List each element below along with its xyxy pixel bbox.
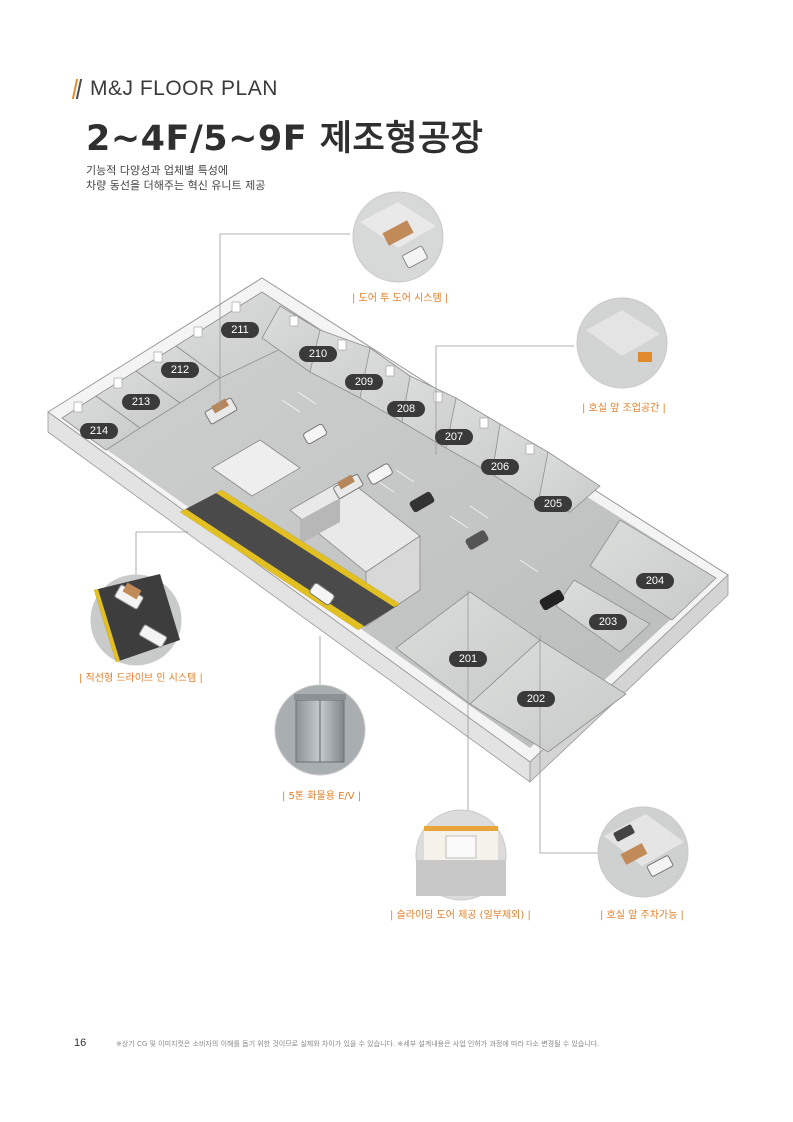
page-number: 16 [74,1037,87,1049]
unit-badge-212: 212 [161,362,199,378]
unit-badge-214: 214 [80,423,118,439]
door-to-door-label: | 도어 투 도어 시스템 | [352,293,449,304]
elevator-label: | 5톤 화물용 E/V | [282,791,362,802]
drive-in-photo [90,574,182,666]
brand-header: M&J FLOOR PLAN [71,77,278,101]
page-subtitle: 기능적 다양성과 업체별 특성에 차량 동선을 더해주는 혁신 유니트 제공 [86,163,265,193]
sliding-door-photo [415,809,507,901]
unit-badge-208: 208 [387,401,425,417]
front-parking-photo [597,806,689,898]
page-title: 2~4F/5~9F 제조형공장 [86,119,484,159]
leader-lines [135,233,598,854]
unit-badge-201: 201 [449,651,487,667]
unit-badge-210: 210 [299,346,337,362]
drive-in-ramp [180,490,400,630]
front-parking-label: | 호실 앞 주차가능 | [600,910,684,921]
unit-badge-203: 203 [589,614,627,630]
subtitle-line-1: 기능적 다양성과 업체별 특성에 [86,164,229,177]
brand-text: M&J FLOOR PLAN [90,77,278,100]
unit-badge-211: 211 [221,322,259,338]
unit-badge-205: 205 [534,496,572,512]
unit-badge-213: 213 [122,394,160,410]
subtitle-line-2: 차량 동선을 더해주는 혁신 유니트 제공 [86,179,266,192]
front-work-area-label: | 호실 앞 조업공간 | [582,403,666,414]
drive-in-label: | 직선형 드라이브 인 시스템 | [79,673,203,684]
unit-badge-206: 206 [481,459,519,475]
unit-badge-202: 202 [517,691,555,707]
unit-badge-209: 209 [345,374,383,390]
unit-badge-207: 207 [435,429,473,445]
door-to-door-photo [352,191,444,283]
elevator-photo [274,684,366,776]
window-row [73,301,535,455]
front-work-area-photo [576,297,668,389]
sliding-door-label: | 슬라이딩 도어 제공 (일부제외) | [390,910,531,921]
vehicles [204,397,565,611]
footer-disclaimer: ※상기 CG 및 이미지컷은 소비자의 이해를 돕기 위한 것이므로 실제와 차… [116,1040,600,1048]
unit-badge-204: 204 [636,573,674,589]
